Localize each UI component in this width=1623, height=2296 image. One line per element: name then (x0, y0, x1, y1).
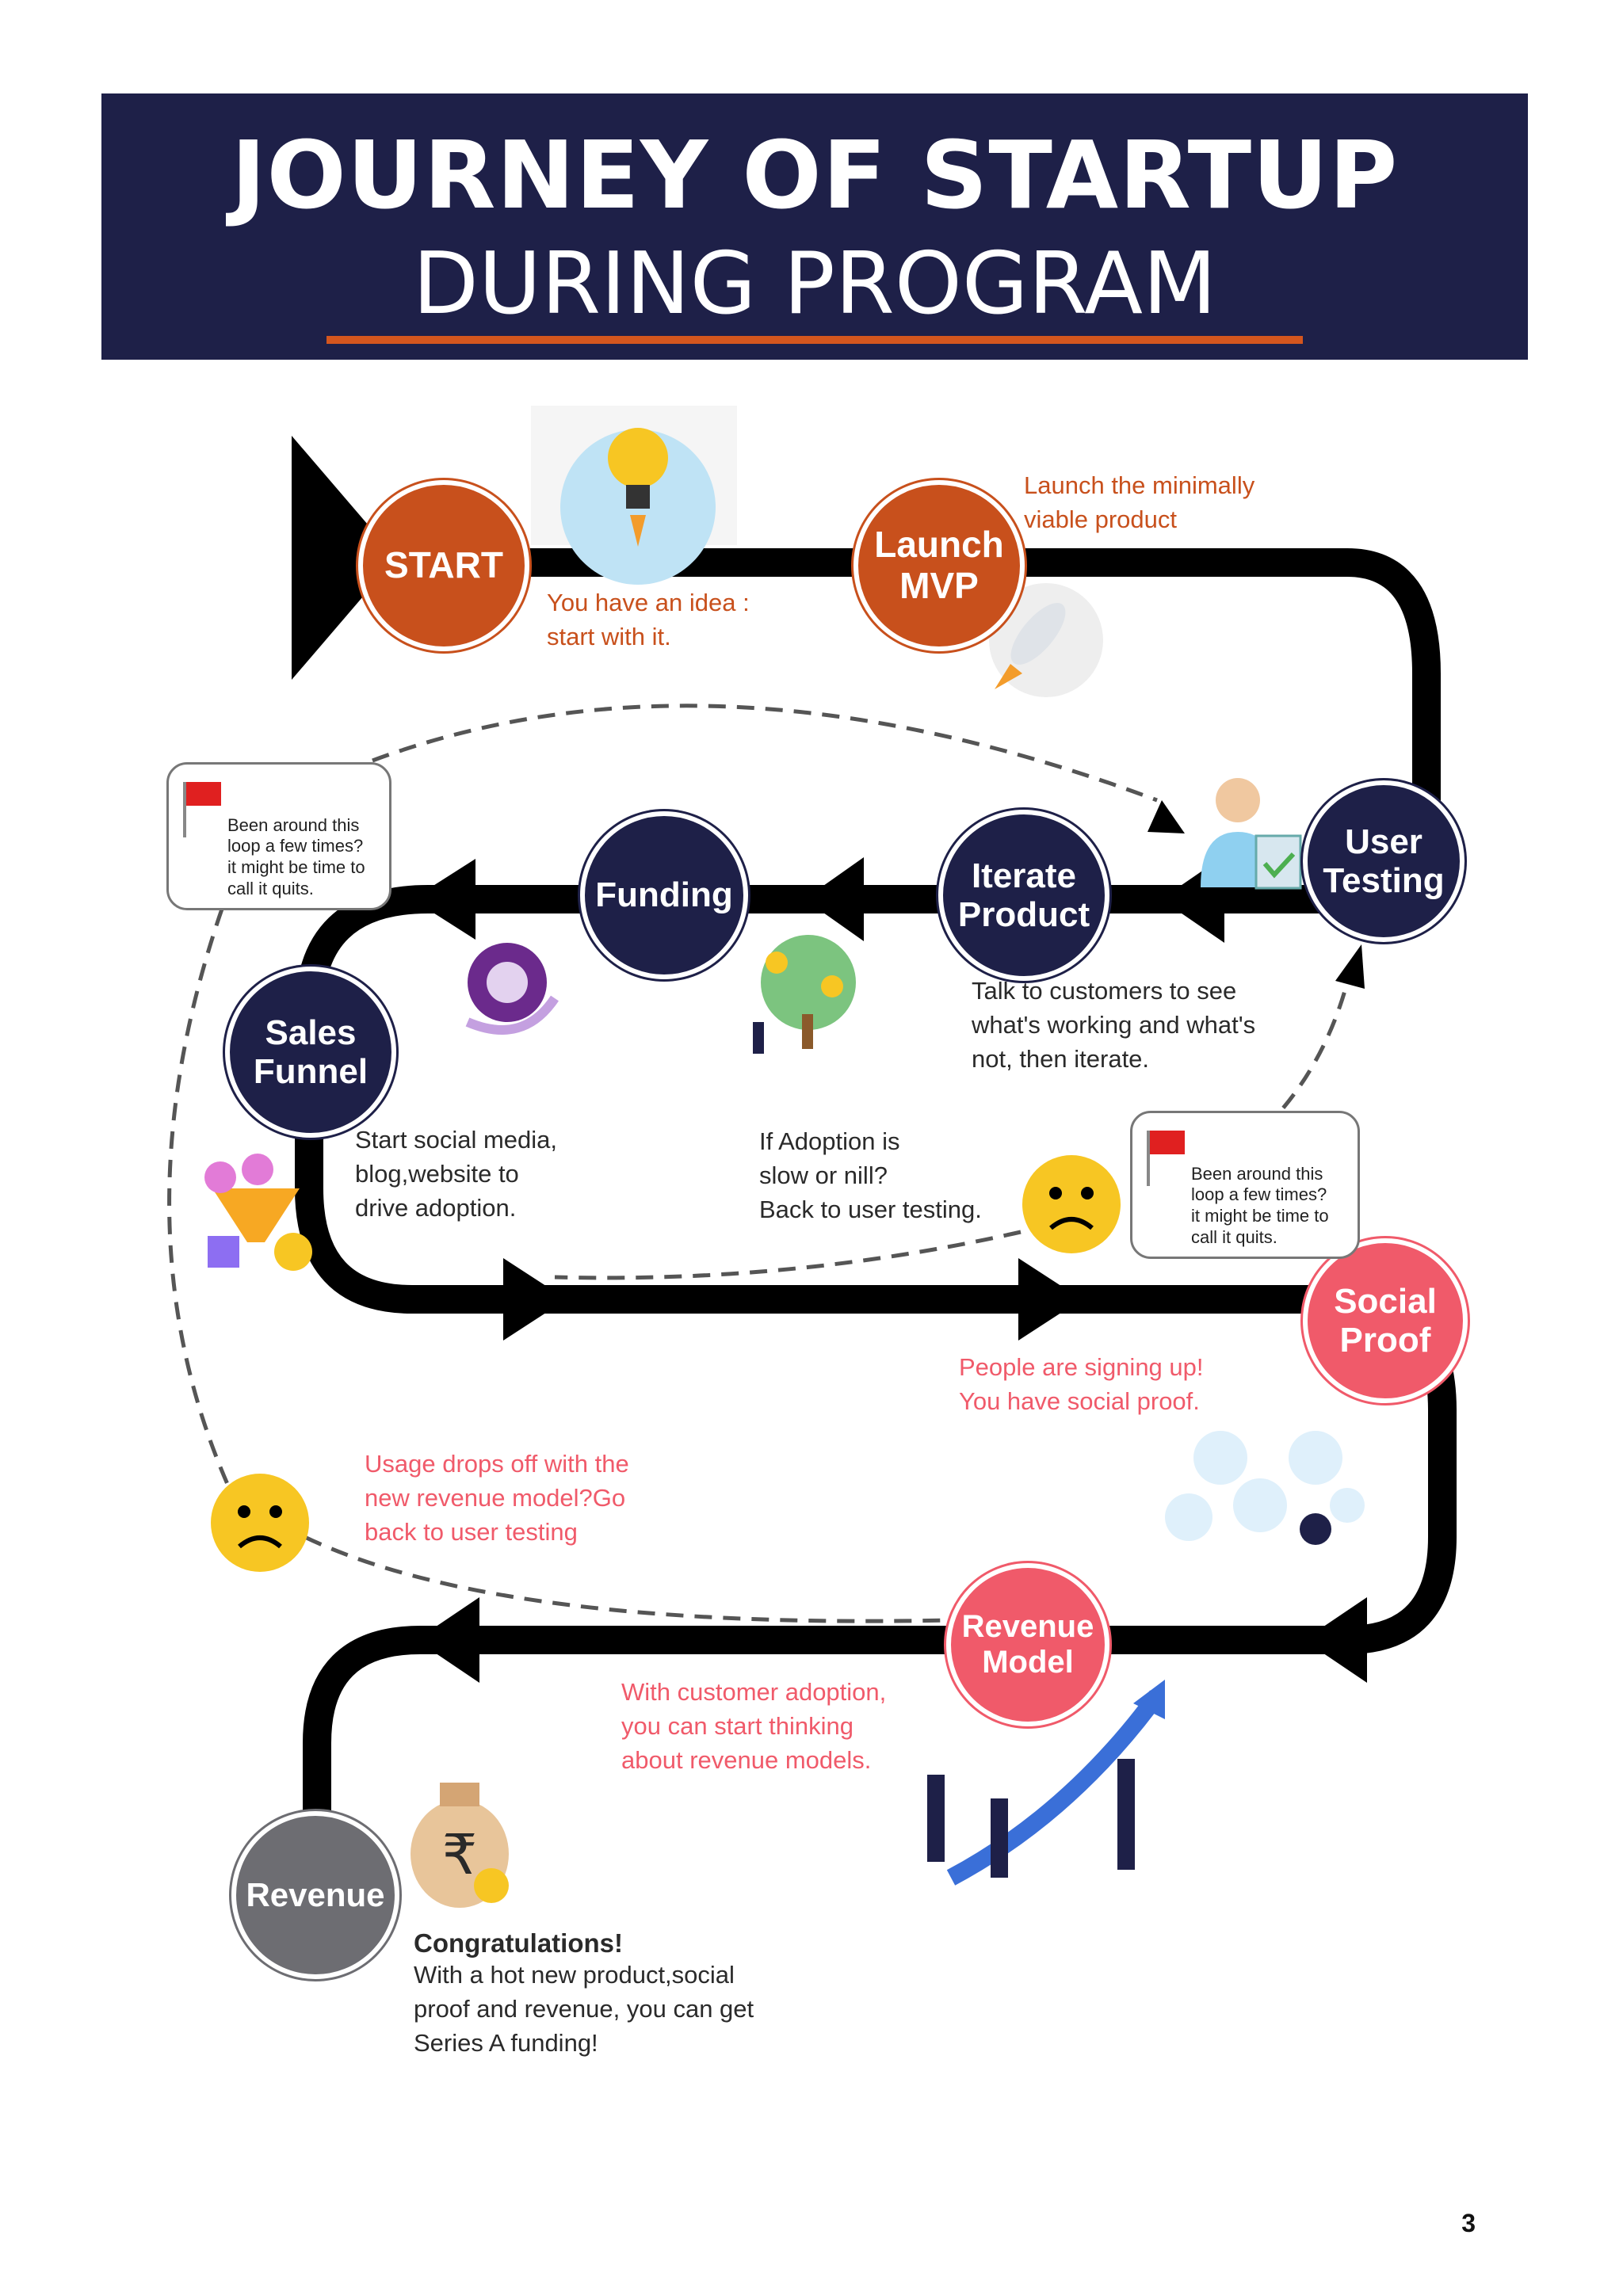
caption-usage: Usage drops off with the new revenue mod… (365, 1450, 629, 1546)
node-revenue-model: Revenue Model (946, 1563, 1109, 1726)
rocket-icon (989, 583, 1103, 697)
caption-congrats-title: Congratulations! (414, 1928, 623, 1958)
speech-bubble-left: Been around this loop a few times? it mi… (166, 762, 391, 910)
speech-bubble-right-text: Been around this loop a few times? it mi… (1191, 1163, 1329, 1248)
arrow-right-1 (503, 1258, 567, 1341)
arrow-left-5 (416, 1597, 479, 1683)
node-user-testing: User Testing (1303, 780, 1465, 942)
title-line-1: JOURNEY OF STARTUP (231, 120, 1399, 230)
title-banner: JOURNEY OF STARTUP DURING PROGRAM (101, 93, 1528, 360)
caption-customer: With customer adoption, you can start th… (621, 1678, 887, 1774)
social-network-icon (1165, 1431, 1365, 1545)
flag-icon (183, 782, 221, 837)
node-launch-mvp: Launch MVP (854, 480, 1025, 651)
node-social-proof: Social Proof (1303, 1238, 1468, 1403)
caption-social-media: Start social media, blog,website to driv… (355, 1126, 557, 1222)
user-checklist-icon (1201, 778, 1302, 890)
caption-talk: Talk to customers to see what's working … (972, 977, 1256, 1073)
arrow-right-2 (1018, 1258, 1082, 1341)
speech-bubble-right: Been around this loop a few times? it mi… (1130, 1111, 1360, 1259)
caption-signing: People are signing up! You have social p… (959, 1353, 1204, 1415)
page-number: 3 (1461, 2209, 1476, 2237)
node-revenue: Revenue (231, 1811, 399, 1979)
target-icon (465, 943, 559, 1035)
caption-adoption: If Adoption is slow or nill? Back to use… (759, 1127, 982, 1223)
speech-bubble-left-text: Been around this loop a few times? it mi… (227, 814, 365, 899)
growth-arrow-icon (927, 1680, 1165, 1886)
node-sales-funnel: Sales Funnel (225, 967, 396, 1138)
node-iterate-product: Iterate Product (938, 810, 1109, 981)
dashed-loop-top (372, 704, 1158, 803)
sad-face-icon (211, 1474, 309, 1572)
start-arrow (292, 436, 396, 680)
flag-icon (1147, 1131, 1185, 1186)
node-start: START (358, 480, 529, 651)
dashed-arrowhead-right (1335, 944, 1365, 989)
dashed-loop-left (167, 855, 952, 1623)
sad-face-icon (1022, 1155, 1121, 1253)
title-line-2: DURING PROGRAM (412, 235, 1217, 334)
dashed-loop-mid (554, 1230, 1022, 1280)
caption-launch: Launch the minimally viable product (1024, 471, 1255, 533)
lightbulb-icon (531, 406, 737, 585)
caption-idea: You have an idea : start with it. (547, 589, 750, 650)
money-tree-icon (753, 935, 856, 1054)
dashed-loop-right (1262, 982, 1350, 1131)
title-underline (327, 336, 1303, 344)
money-bag-icon: ₹ (411, 1783, 509, 1908)
arrow-left-2 (804, 857, 864, 941)
node-funding: Funding (580, 811, 748, 979)
svg-text:₹: ₹ (442, 1822, 478, 1887)
dashed-arrowhead-top (1148, 800, 1185, 833)
caption-congrats-body: With a hot new product,social proof and … (414, 1961, 754, 2057)
funnel-icon (204, 1154, 312, 1271)
arrow-left-3 (412, 859, 475, 940)
arrow-left-4 (1304, 1597, 1367, 1683)
